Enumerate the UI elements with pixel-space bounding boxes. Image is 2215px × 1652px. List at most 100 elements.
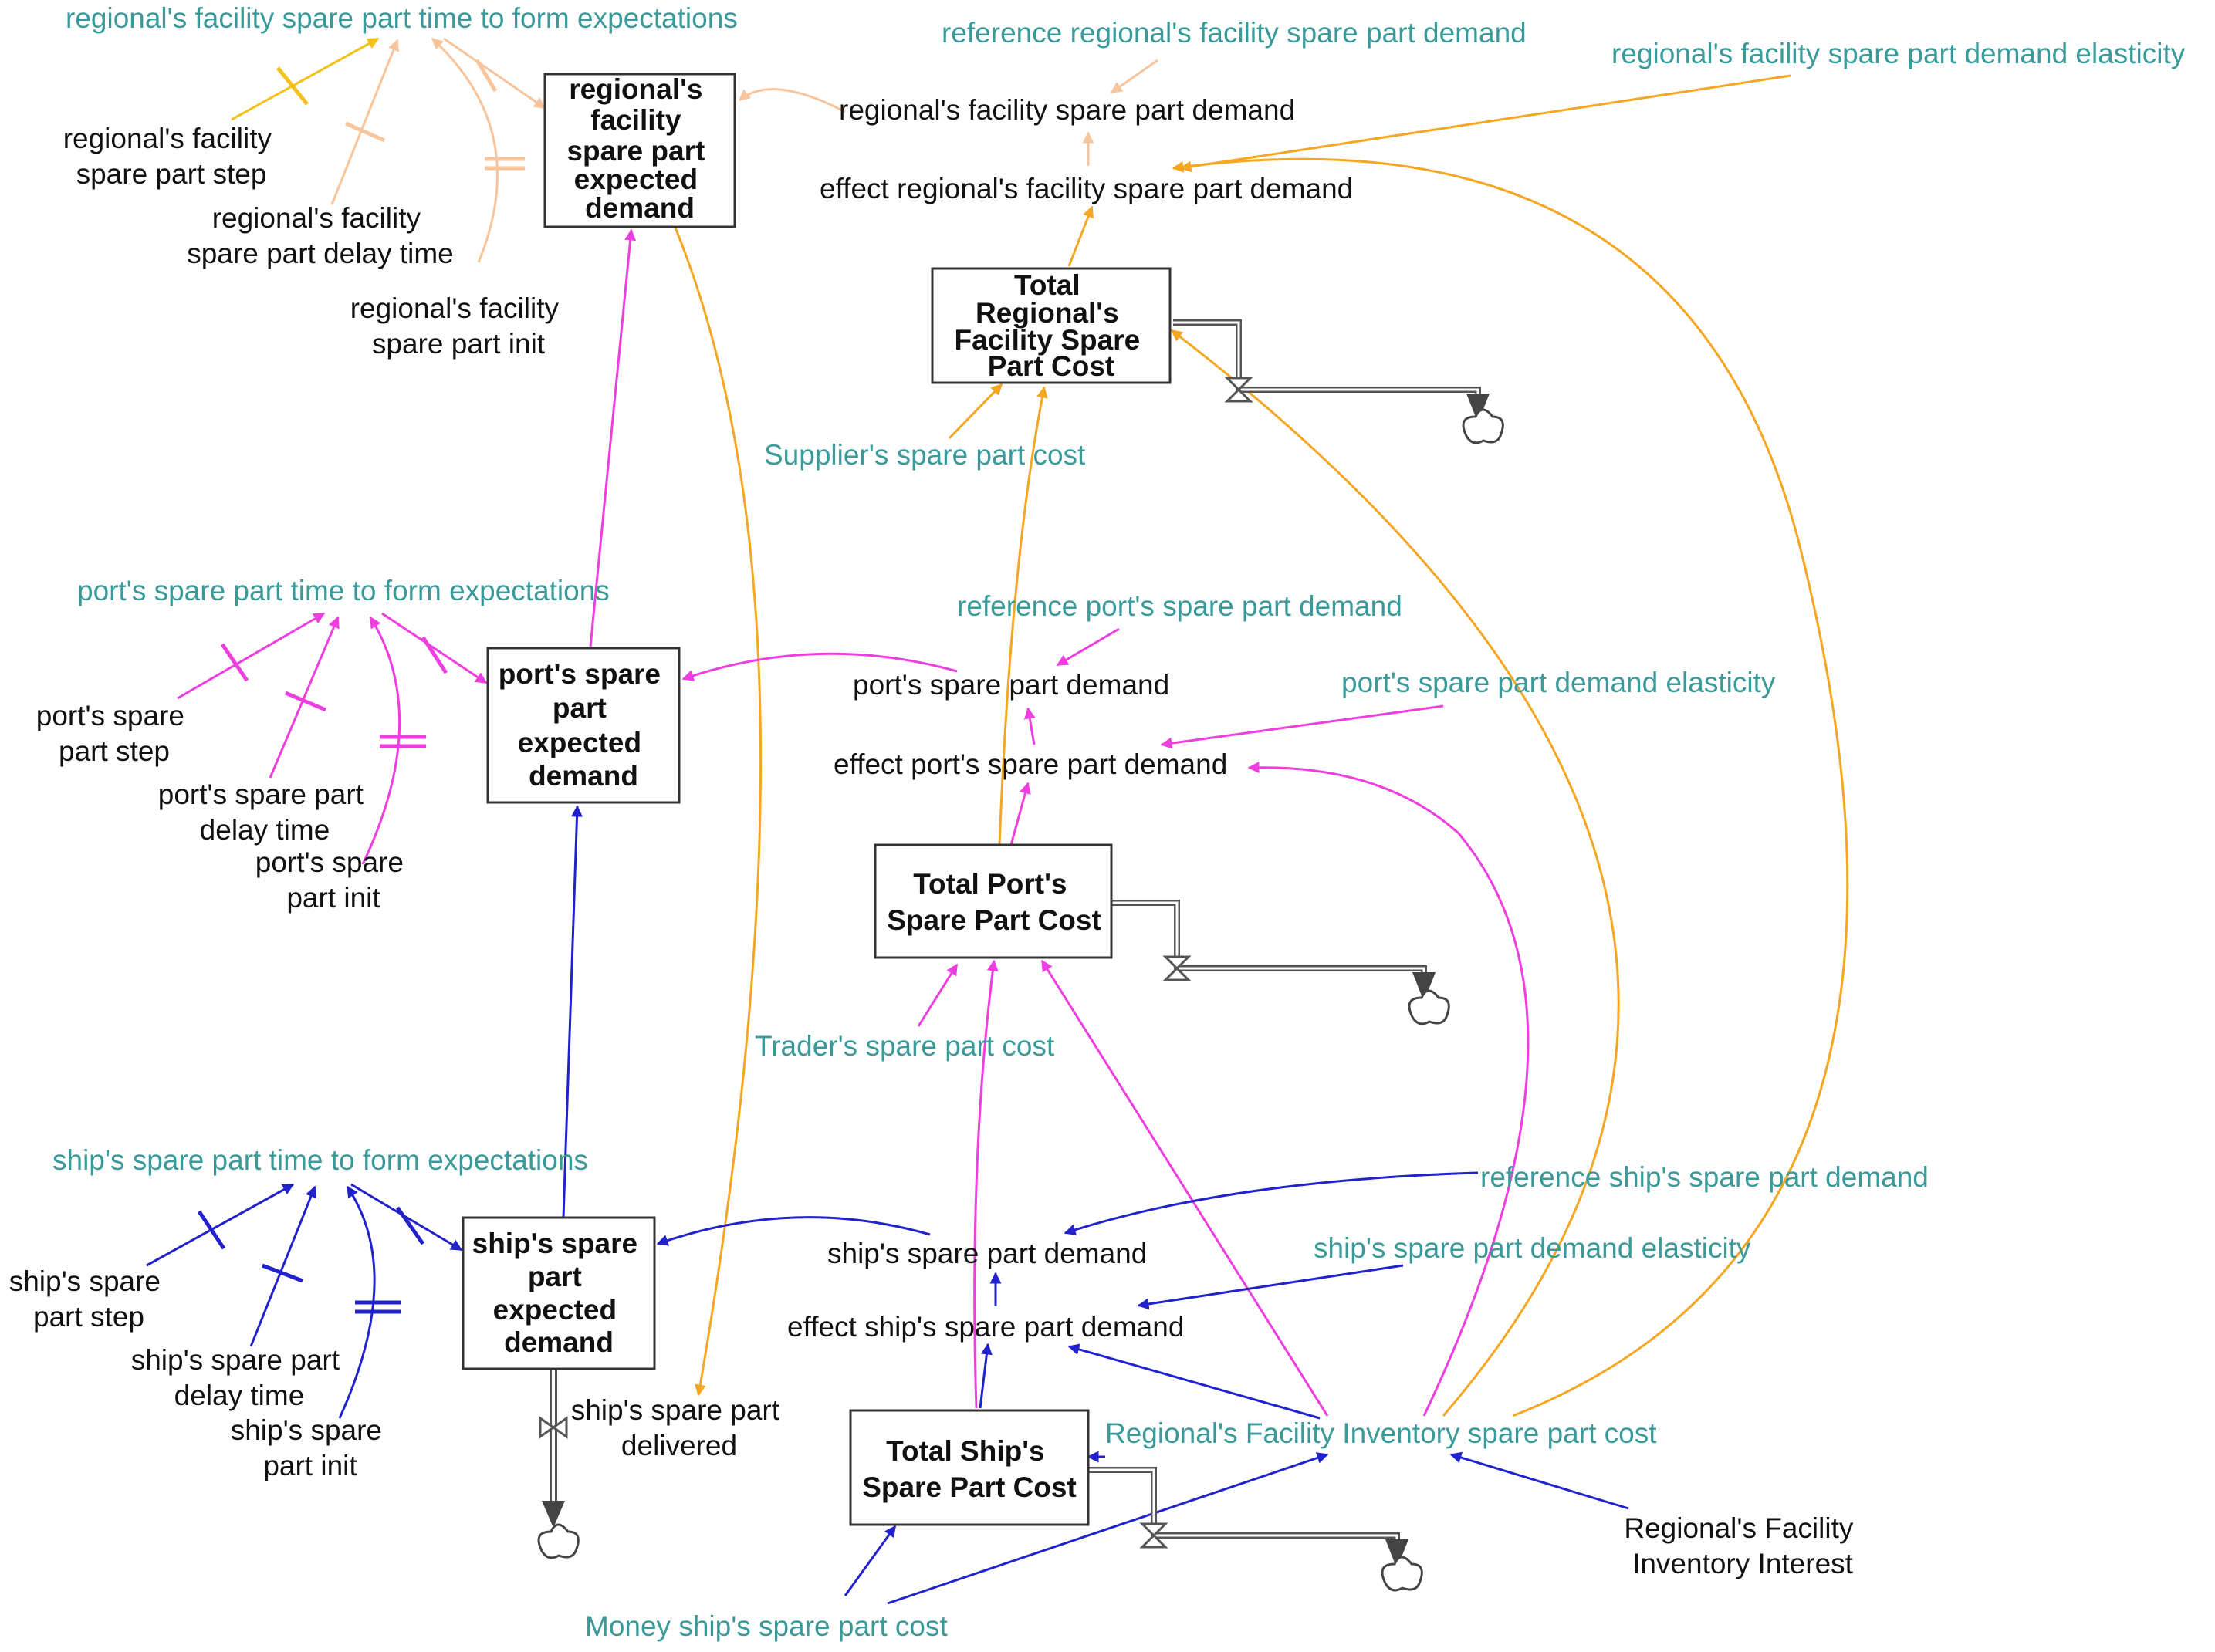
label-regional-total-line2: Regional's bbox=[976, 297, 1119, 329]
label-port-expected-demand: port's spare part expected demand bbox=[499, 658, 669, 792]
link-money-to-ship-total bbox=[844, 1525, 897, 1596]
label-ship-expected-line3: expected bbox=[493, 1294, 617, 1326]
label-port-effect-demand: effect port's spare part demand bbox=[834, 748, 1227, 780]
stock-ship-expected-demand bbox=[462, 1216, 656, 1370]
label-regional-expected-line2: facility bbox=[590, 104, 681, 136]
stock-regional-total-cost bbox=[931, 267, 1172, 384]
label-ship-expected-demand: ship's spare part expected demand bbox=[472, 1228, 646, 1358]
link-ship-demand-to-expected bbox=[656, 1216, 931, 1246]
label-port-elasticity: port's spare part demand elasticity bbox=[1341, 667, 1776, 698]
label-port-total-line2: Spare Part Cost bbox=[887, 904, 1101, 936]
label-ship-elasticity: ship's spare part demand elasticity bbox=[1314, 1232, 1751, 1264]
link-inventory-cost-to-port-effect bbox=[1247, 762, 1530, 1417]
flows bbox=[537, 319, 1504, 1592]
delay-mark-ship-time bbox=[395, 1206, 425, 1245]
label-port-expected-line4: demand bbox=[529, 760, 638, 792]
link-regional-delay-to-time bbox=[330, 39, 399, 205]
label-regional-delay-line1: regional's facility bbox=[212, 202, 421, 234]
link-port-time-to-expected bbox=[381, 612, 488, 684]
link-port-init-to-time bbox=[361, 616, 401, 865]
link-inventory-cost-to-regional-total bbox=[1170, 329, 1620, 1417]
label-regional-delay: regional's facility spare part delay tim… bbox=[187, 202, 454, 269]
label-port-total-cost: Total Port's Spare Part Cost bbox=[887, 868, 1101, 936]
link-trader-to-port-total bbox=[917, 963, 959, 1027]
label-port-init-line1: port's spare bbox=[255, 846, 404, 878]
label-port-expected-line2: part bbox=[553, 692, 607, 724]
ship-links bbox=[146, 805, 1629, 1605]
stock-regional-expected-demand bbox=[543, 73, 736, 228]
label-inventory-cost: Regional's Facility Inventory spare part… bbox=[1105, 1417, 1657, 1449]
label-regional-step: regional's facility spare part step bbox=[63, 123, 280, 190]
label-regional-expected-line3: spare part bbox=[566, 135, 705, 167]
flow-arrow-regional-total bbox=[1466, 394, 1490, 423]
link-interest-to-inventory-cost bbox=[1449, 1451, 1629, 1510]
label-port-total-line1: Total Port's bbox=[913, 868, 1067, 900]
label-money-cost: Money ship's spare part cost bbox=[585, 1610, 949, 1642]
link-port-demand-to-expected bbox=[681, 652, 958, 681]
label-ship-init-line2: part init bbox=[263, 1450, 357, 1481]
link-ship-total-to-effect bbox=[979, 1343, 993, 1409]
flow-pipe-ship-total-inner bbox=[1088, 1468, 1398, 1547]
label-ship-effect-demand: effect ship's spare part demand bbox=[787, 1311, 1184, 1343]
label-port-delay-line1: port's spare part bbox=[158, 779, 364, 810]
label-regional-total-line1: Total bbox=[1014, 269, 1080, 301]
delay-mark-regional-delay bbox=[344, 121, 386, 143]
label-port-reference-demand: reference port's spare part demand bbox=[957, 590, 1402, 622]
label-ship-expected-line2: part bbox=[528, 1261, 582, 1292]
label-ship-delay: ship's spare part delay time bbox=[131, 1344, 348, 1411]
label-port-init-line2: part init bbox=[286, 882, 380, 914]
link-inventory-cost-to-port-total bbox=[1040, 959, 1329, 1417]
label-supplier-cost: Supplier's spare part cost bbox=[764, 439, 1086, 471]
label-ship-init-line1: ship's spare bbox=[231, 1414, 382, 1446]
label-regional-init-line2: spare part init bbox=[372, 328, 546, 360]
link-port-total-to-regional-total bbox=[998, 386, 1048, 846]
label-regional-elasticity: regional's facility spare part demand el… bbox=[1611, 38, 2186, 69]
label-ship-demand: ship's spare part demand bbox=[827, 1238, 1147, 1269]
label-port-init: port's spare part init bbox=[255, 846, 411, 914]
label-inventory-interest-line1: Regional's Facility bbox=[1624, 1512, 1854, 1544]
link-port-delay-to-time bbox=[269, 616, 340, 779]
stock-port-expected-demand bbox=[486, 647, 681, 804]
link-ship-expected-to-port-expected bbox=[562, 805, 583, 1218]
flow-arrow-ship-delivered bbox=[542, 1501, 565, 1528]
delay-mark-regional-step bbox=[276, 66, 309, 106]
cloud-port-total-icon bbox=[1408, 989, 1450, 1025]
flow-pipe-port-total-inner bbox=[1111, 901, 1425, 980]
link-supplier-to-total bbox=[948, 383, 1003, 440]
stock-port-total-cost bbox=[874, 843, 1113, 959]
label-port-delay-line2: delay time bbox=[200, 814, 330, 846]
link-ship-delay-to-time bbox=[249, 1185, 316, 1347]
flow-arrow-port-total bbox=[1412, 972, 1436, 1002]
label-regional-demand: regional's facility spare part demand bbox=[839, 94, 1295, 126]
link-regional-reference-to-demand bbox=[1110, 59, 1158, 94]
link-regional-elasticity-to-effect bbox=[1179, 74, 1791, 173]
label-port-expected-line3: expected bbox=[518, 727, 641, 758]
label-regional-total-line4: Part Cost bbox=[988, 350, 1114, 382]
labels: regional's facility spare part time to f… bbox=[9, 2, 2186, 1642]
label-trader-cost: Trader's spare part cost bbox=[755, 1030, 1055, 1062]
label-regional-step-line2: spare part step bbox=[76, 158, 267, 190]
label-regional-step-line1: regional's facility bbox=[63, 123, 272, 154]
delay-mark-regional-time bbox=[475, 59, 498, 93]
label-port-expected-line1: port's spare bbox=[499, 658, 661, 690]
label-regional-expected-line4: expected bbox=[574, 164, 698, 195]
delay-mark-ship-step bbox=[197, 1210, 226, 1250]
label-ship-delivered-line2: delivered bbox=[621, 1430, 737, 1461]
link-ship-step-to-time bbox=[146, 1183, 295, 1267]
label-port-step: port's spare part step bbox=[36, 700, 192, 767]
label-ship-delivered: ship's spare part delivered bbox=[571, 1394, 788, 1461]
label-regional-reference-demand: reference regional's facility spare part… bbox=[942, 17, 1527, 49]
flow-valve-regional-total bbox=[1224, 377, 1253, 403]
label-port-step-line1: port's spare bbox=[36, 700, 184, 731]
label-inventory-interest-line2: Inventory Interest bbox=[1632, 1548, 1854, 1579]
flow-valve-ship-delivered bbox=[539, 1416, 568, 1439]
label-ship-expected-line1: ship's spare bbox=[472, 1228, 637, 1259]
label-regional-init: regional's facility spare part init bbox=[350, 292, 567, 360]
label-ship-reference-demand: reference ship's spare part demand bbox=[1480, 1161, 1929, 1193]
label-inventory-interest: Regional's Facility Inventory Interest bbox=[1624, 1512, 1861, 1579]
delay-mark-port-delay bbox=[285, 691, 326, 712]
link-ship-total-to-port-total bbox=[973, 959, 999, 1409]
link-port-elasticity-to-effect bbox=[1160, 704, 1444, 749]
link-regional-time-to-expected bbox=[443, 37, 546, 110]
